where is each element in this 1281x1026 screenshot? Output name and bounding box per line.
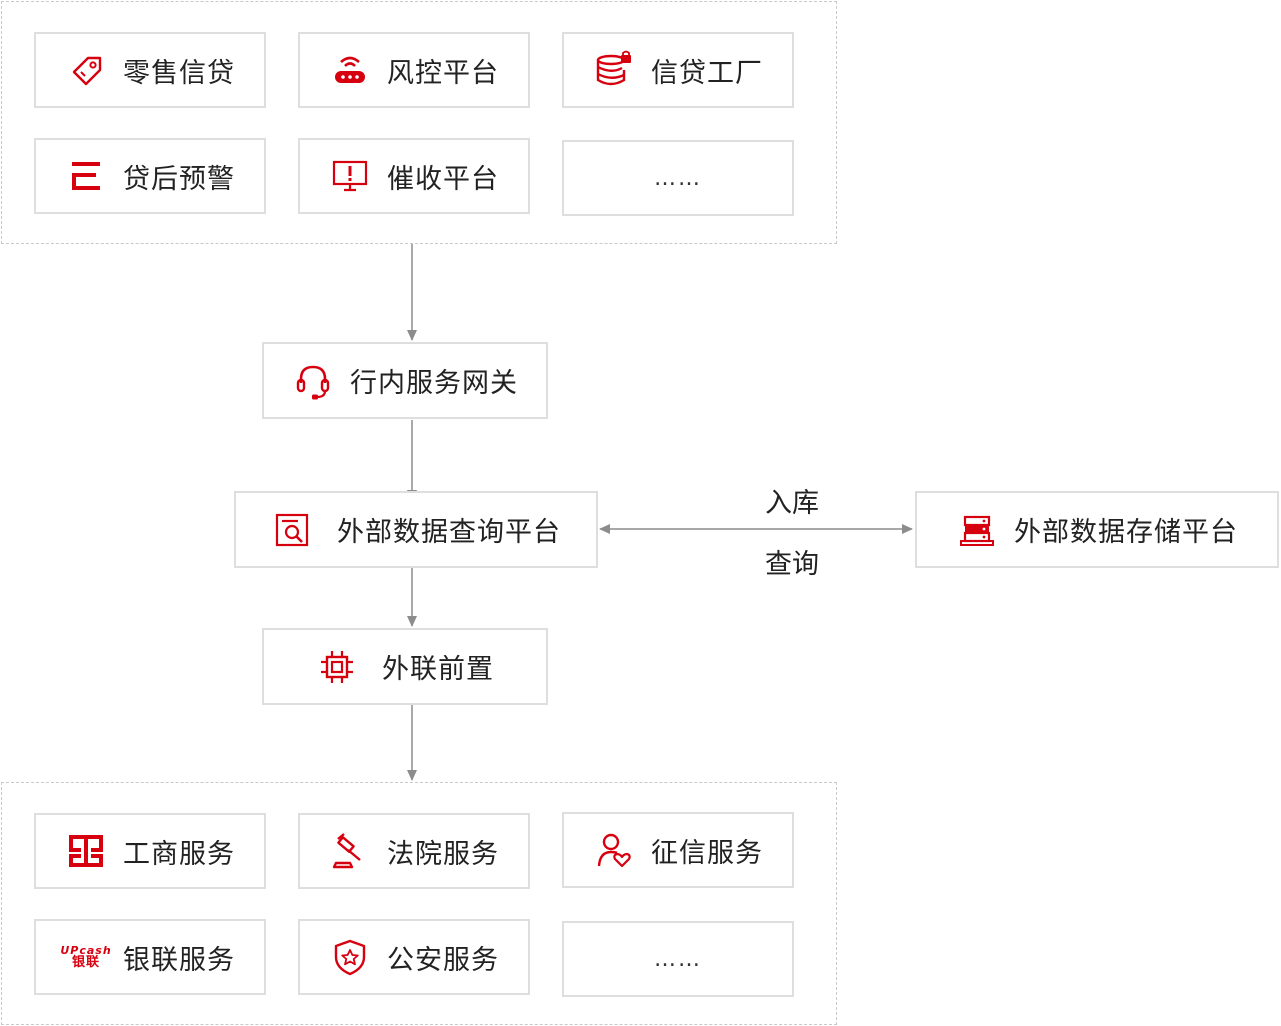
monitor-alert-icon xyxy=(329,155,371,197)
node-business-service: 工商服务 xyxy=(34,813,266,889)
node-post-loan-alert: 贷后预警 xyxy=(34,138,266,214)
ellipsis-label: …… xyxy=(654,946,702,972)
node-label: 法院服务 xyxy=(387,838,499,870)
ellipsis-label: …… xyxy=(654,165,702,191)
node-label: 外部数据存储平台 xyxy=(1014,517,1238,548)
node-label: 信贷工厂 xyxy=(651,57,763,89)
headset-icon xyxy=(292,360,334,402)
icbc-logo-icon xyxy=(65,830,107,872)
node-court-service: 法院服务 xyxy=(298,813,530,889)
node-label: 零售信贷 xyxy=(123,57,235,89)
server-icon xyxy=(956,509,998,551)
node-label: 征信服务 xyxy=(651,837,763,869)
link-label-store: 入库 xyxy=(765,488,819,519)
top-group xyxy=(1,1,837,244)
node-label: 外联前置 xyxy=(382,654,494,685)
bottom-group xyxy=(1,782,837,1025)
node-more-top: …… xyxy=(562,140,794,216)
node-collection-platform: 催收平台 xyxy=(298,138,530,214)
chip-icon xyxy=(316,646,358,688)
node-gateway: 行内服务网关 xyxy=(262,342,548,419)
gavel-icon xyxy=(329,830,371,872)
node-front: 外联前置 xyxy=(262,628,548,705)
user-heart-icon xyxy=(593,829,635,871)
node-credit-factory: 信贷工厂 xyxy=(562,32,794,108)
node-credit-service: 征信服务 xyxy=(562,812,794,888)
node-storage-platform: 外部数据存储平台 xyxy=(915,491,1279,568)
node-label: 外部数据查询平台 xyxy=(337,517,561,548)
node-retail-credit: 零售信贷 xyxy=(34,32,266,108)
node-label: 公安服务 xyxy=(387,944,499,976)
node-query-platform: 外部数据查询平台 xyxy=(234,491,598,568)
tag-icon xyxy=(65,49,107,91)
router-icon xyxy=(329,49,371,91)
node-more-bottom: …… xyxy=(562,921,794,997)
node-label: 风控平台 xyxy=(387,57,499,89)
node-label: 工商服务 xyxy=(123,838,235,870)
link-label-query: 查询 xyxy=(765,549,819,580)
node-label: 催收平台 xyxy=(387,163,499,195)
document-search-icon xyxy=(271,509,313,551)
node-label: 银联服务 xyxy=(123,944,235,976)
database-lock-icon xyxy=(593,49,635,91)
list-bars-icon xyxy=(65,155,107,197)
node-risk-platform: 风控平台 xyxy=(298,32,530,108)
shield-star-icon xyxy=(329,936,371,978)
node-police-service: 公安服务 xyxy=(298,919,530,995)
node-label: 行内服务网关 xyxy=(350,368,518,399)
node-label: 贷后预警 xyxy=(123,163,235,195)
